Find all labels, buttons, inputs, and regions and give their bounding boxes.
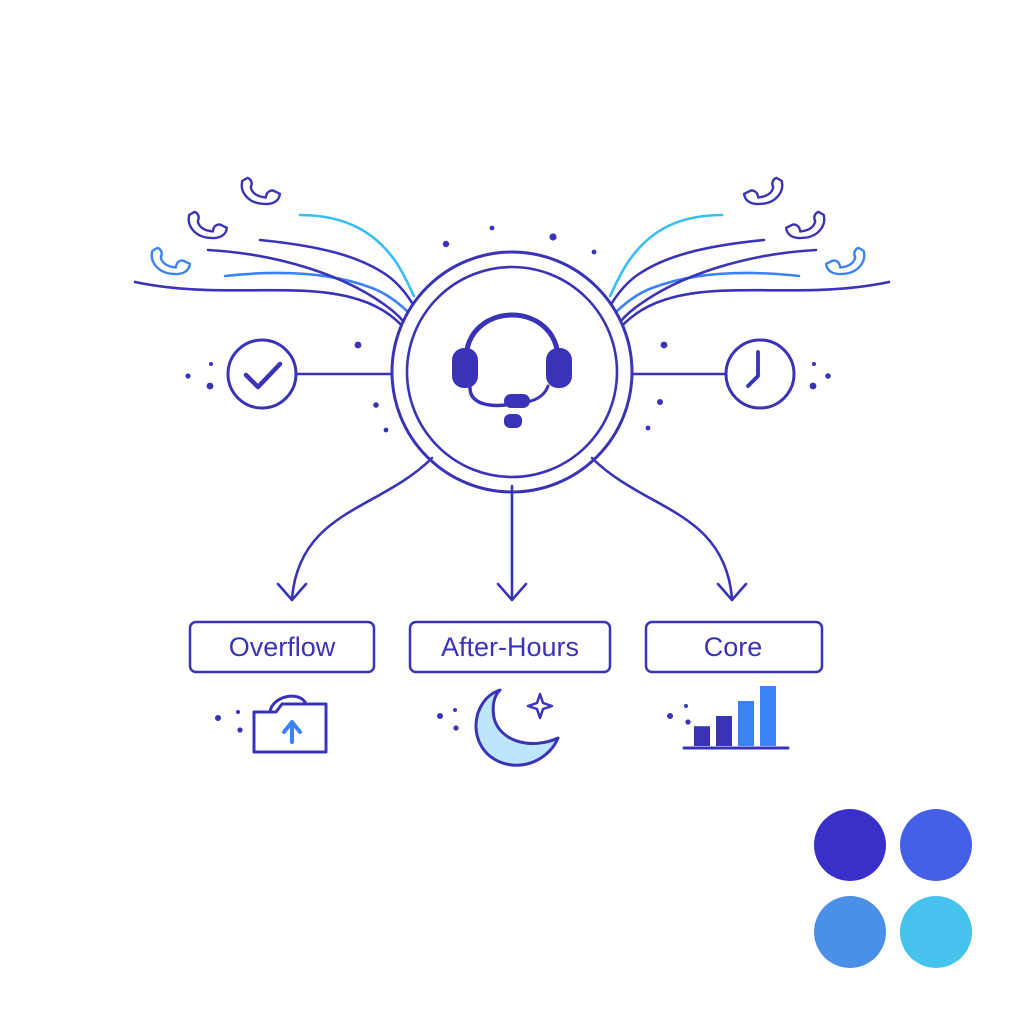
bar-chart-bars <box>694 686 776 746</box>
moon-star-icon <box>437 688 560 767</box>
bar-chart-bar <box>694 726 710 746</box>
color-swatches <box>814 809 972 968</box>
color-swatch <box>814 896 886 968</box>
color-swatch <box>814 809 886 881</box>
route-label-box <box>644 620 824 674</box>
color-swatch <box>900 809 972 881</box>
phone-handset-icon <box>146 236 194 285</box>
bar-chart-bar <box>716 716 732 746</box>
route-label-after-hours: After-Hours <box>441 632 579 662</box>
agent-hub <box>390 250 634 494</box>
routing-arrows <box>276 456 748 602</box>
phone-handset-icon <box>740 166 788 215</box>
route-label-core: Core <box>704 632 763 662</box>
headset-icon <box>452 312 572 428</box>
bar-chart-bar <box>738 701 754 746</box>
route-label-overflow: Overflow <box>229 632 336 662</box>
phone-handset-icon <box>822 236 870 285</box>
checkmark-circle-icon <box>226 338 298 410</box>
right-status <box>630 338 796 410</box>
clock-icon <box>724 338 796 410</box>
decorative-dots <box>185 225 831 433</box>
incoming-calls-left <box>133 166 416 337</box>
phone-handset-icon <box>183 200 231 249</box>
route-core: Core <box>644 620 824 674</box>
route-after-hours: After-Hours <box>408 620 612 674</box>
incoming-calls-right <box>608 166 891 337</box>
route-label-box <box>408 620 612 674</box>
bar-chart-icon <box>667 686 790 750</box>
phone-handset-icon <box>236 166 284 215</box>
route-overflow: Overflow <box>188 620 376 674</box>
left-status <box>226 338 394 410</box>
folder-upload-icon <box>215 694 328 754</box>
color-swatch <box>900 896 972 968</box>
phone-handset-icon <box>782 200 830 249</box>
route-label-box <box>188 620 376 674</box>
bar-chart-bar <box>760 686 776 746</box>
